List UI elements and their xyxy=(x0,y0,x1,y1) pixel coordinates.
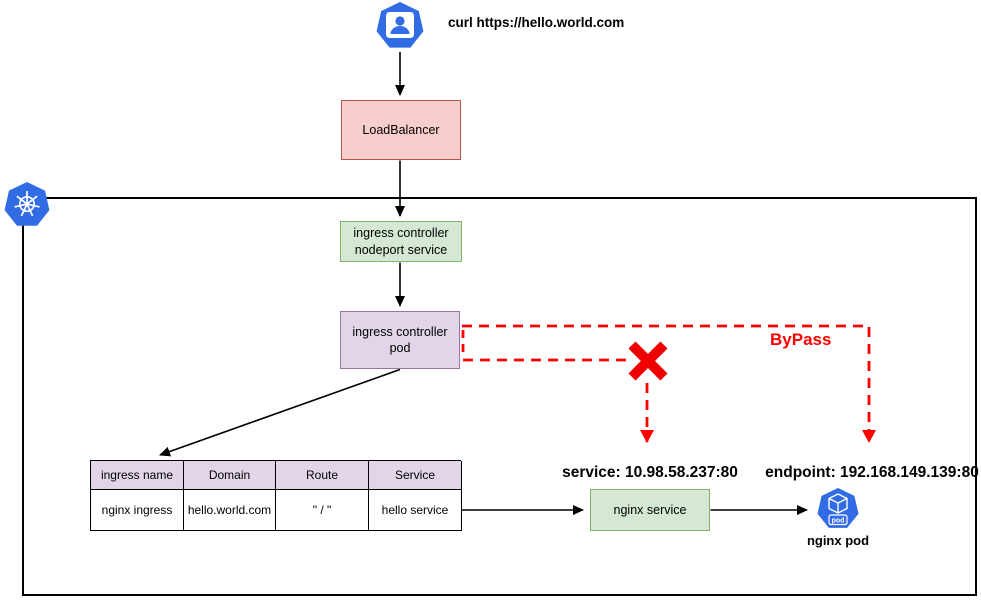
nginx-pod-label: nginx pod xyxy=(806,533,870,548)
loadbalancer-node: LoadBalancer xyxy=(341,100,461,160)
ingress-nodeport-service-label: ingress controller nodeport service xyxy=(353,226,449,257)
table-cell-ingress-name: nginx ingress xyxy=(91,490,184,531)
loadbalancer-label: LoadBalancer xyxy=(362,122,440,137)
kubernetes-logo-icon xyxy=(4,182,50,233)
ingress-nodeport-service-node: ingress controller nodeport service xyxy=(340,221,462,262)
dashed-bypass-to-endpoint xyxy=(462,324,876,443)
table-header-ingress-name: ingress name xyxy=(91,461,184,490)
table-cell-domain: hello.world.com xyxy=(184,490,276,531)
endpoint-ip-label: endpoint: 192.168.149.139:80 xyxy=(765,464,979,481)
table-header-service: Service xyxy=(369,461,462,490)
service-ip-label: service: 10.98.58.237:80 xyxy=(562,464,738,481)
table-cell-route: " / " xyxy=(276,490,369,531)
table-header-route: Route xyxy=(276,461,369,490)
table-cell-service: hello service xyxy=(369,490,462,531)
table-header-domain: Domain xyxy=(184,461,276,490)
pod-icon-text: pod xyxy=(832,517,845,524)
ingress-rules-table: ingress name Domain Route Service nginx … xyxy=(90,460,462,531)
arrow-ingresspod-to-table xyxy=(159,368,401,457)
blocked-x-icon xyxy=(628,341,668,381)
curl-command-label: curl https://hello.world.com xyxy=(448,15,625,30)
nginx-service-label: nginx service xyxy=(613,502,687,517)
ingress-controller-pod-node: ingress controller pod xyxy=(340,311,460,369)
nginx-pod-icon: pod xyxy=(817,488,859,535)
nginx-service-node: nginx service xyxy=(590,489,710,531)
bypass-label: ByPass xyxy=(770,330,832,349)
k8s-cluster-boundary xyxy=(22,197,977,596)
ingress-controller-pod-label: ingress controller pod xyxy=(352,324,448,355)
user-icon xyxy=(376,2,424,55)
